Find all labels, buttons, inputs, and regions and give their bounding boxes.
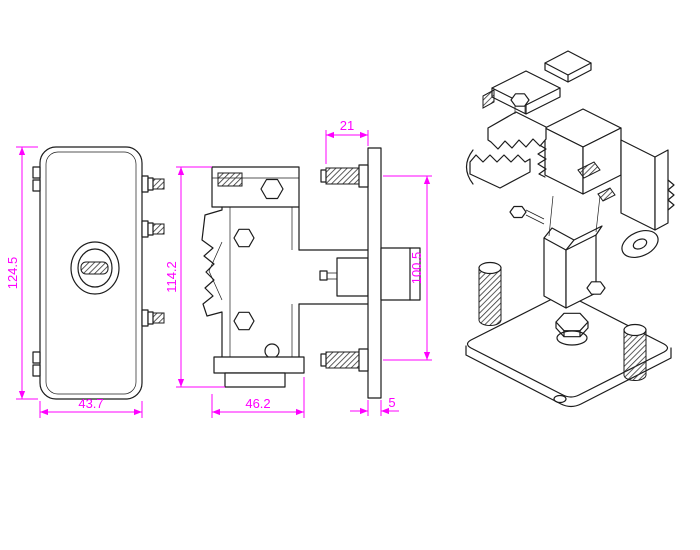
side-cylinder-housing [298, 249, 369, 305]
side-hex-bolt-top [260, 178, 284, 200]
iso-top-cap [544, 50, 592, 83]
plate-view [320, 147, 421, 399]
dim-bolt-length: 21 [325, 118, 369, 164]
dim-front-height-label: 124.5 [5, 257, 20, 290]
iso-stud-right [623, 323, 647, 381]
side-clamp-vgroove [208, 241, 223, 301]
side-bottom-flange [213, 356, 305, 374]
side-latch-pad [217, 172, 243, 187]
plate-bolt-top [320, 164, 369, 188]
dim-plate-thickness-label: 5 [388, 395, 395, 410]
front-panel-inner-contour [45, 151, 137, 395]
side-latch-bolt [336, 257, 369, 297]
dim-plate-thickness: 5 [350, 395, 399, 416]
plate-bolt-bottom [320, 348, 369, 372]
dim-front-height: 124.5 [5, 146, 38, 400]
dim-front-width-label: 43.7 [78, 396, 103, 411]
dim-side-width: 46.2 [211, 377, 305, 418]
front-view [32, 146, 165, 400]
iso-support-bracket [543, 225, 603, 309]
iso-arm-teeth [667, 179, 675, 211]
front-bolt-bottom [141, 309, 165, 327]
side-hex-bolt-upper [233, 228, 255, 248]
front-hinge-tabs [32, 166, 41, 377]
iso-cam-disc [621, 229, 659, 259]
side-body-left-clamp [201, 206, 223, 358]
side-view [201, 166, 369, 388]
iso-hex-bolt-left [509, 205, 527, 219]
dim-mount-span: 100.5 [383, 175, 432, 361]
dim-front-width: 43.7 [39, 396, 143, 418]
iso-pad-1 [577, 161, 601, 179]
side-hex-bolt-lower [233, 311, 255, 331]
iso-base-nut [555, 312, 589, 346]
front-bolt-top [141, 175, 165, 193]
lock-cylinder [380, 247, 421, 301]
side-pivot-hole [264, 343, 280, 359]
iso-hex-bolt-top [510, 93, 530, 107]
keyhole-slot [80, 261, 109, 275]
isometric-view [465, 50, 675, 408]
iso-main-block [537, 108, 622, 195]
iso-clamp-jaw-lower [469, 154, 531, 189]
iso-link-lines [548, 195, 601, 237]
dim-mount-span-label: 100.5 [409, 252, 424, 285]
dim-side-width-label: 46.2 [245, 396, 270, 411]
mounting-plate [367, 147, 382, 399]
iso-base-front-hole [553, 394, 567, 404]
dim-bolt-length-label: 21 [340, 118, 354, 133]
iso-stud-left [478, 261, 502, 326]
iso-top-bracket [482, 70, 561, 115]
side-foot [224, 372, 286, 388]
iso-clamp-jaw-upper [487, 111, 547, 150]
iso-hex-bolt-right [586, 281, 606, 295]
dim-side-height: 114.2 [164, 166, 225, 388]
iso-right-arm [620, 139, 675, 231]
keyhole-inner [77, 248, 113, 288]
iso-clamp-back [465, 149, 474, 185]
keyhole [70, 241, 120, 295]
front-bolt-middle [141, 220, 165, 238]
dim-side-height-label: 114.2 [164, 261, 179, 293]
iso-clip-pad [482, 89, 495, 109]
iso-pad-2 [597, 187, 616, 202]
